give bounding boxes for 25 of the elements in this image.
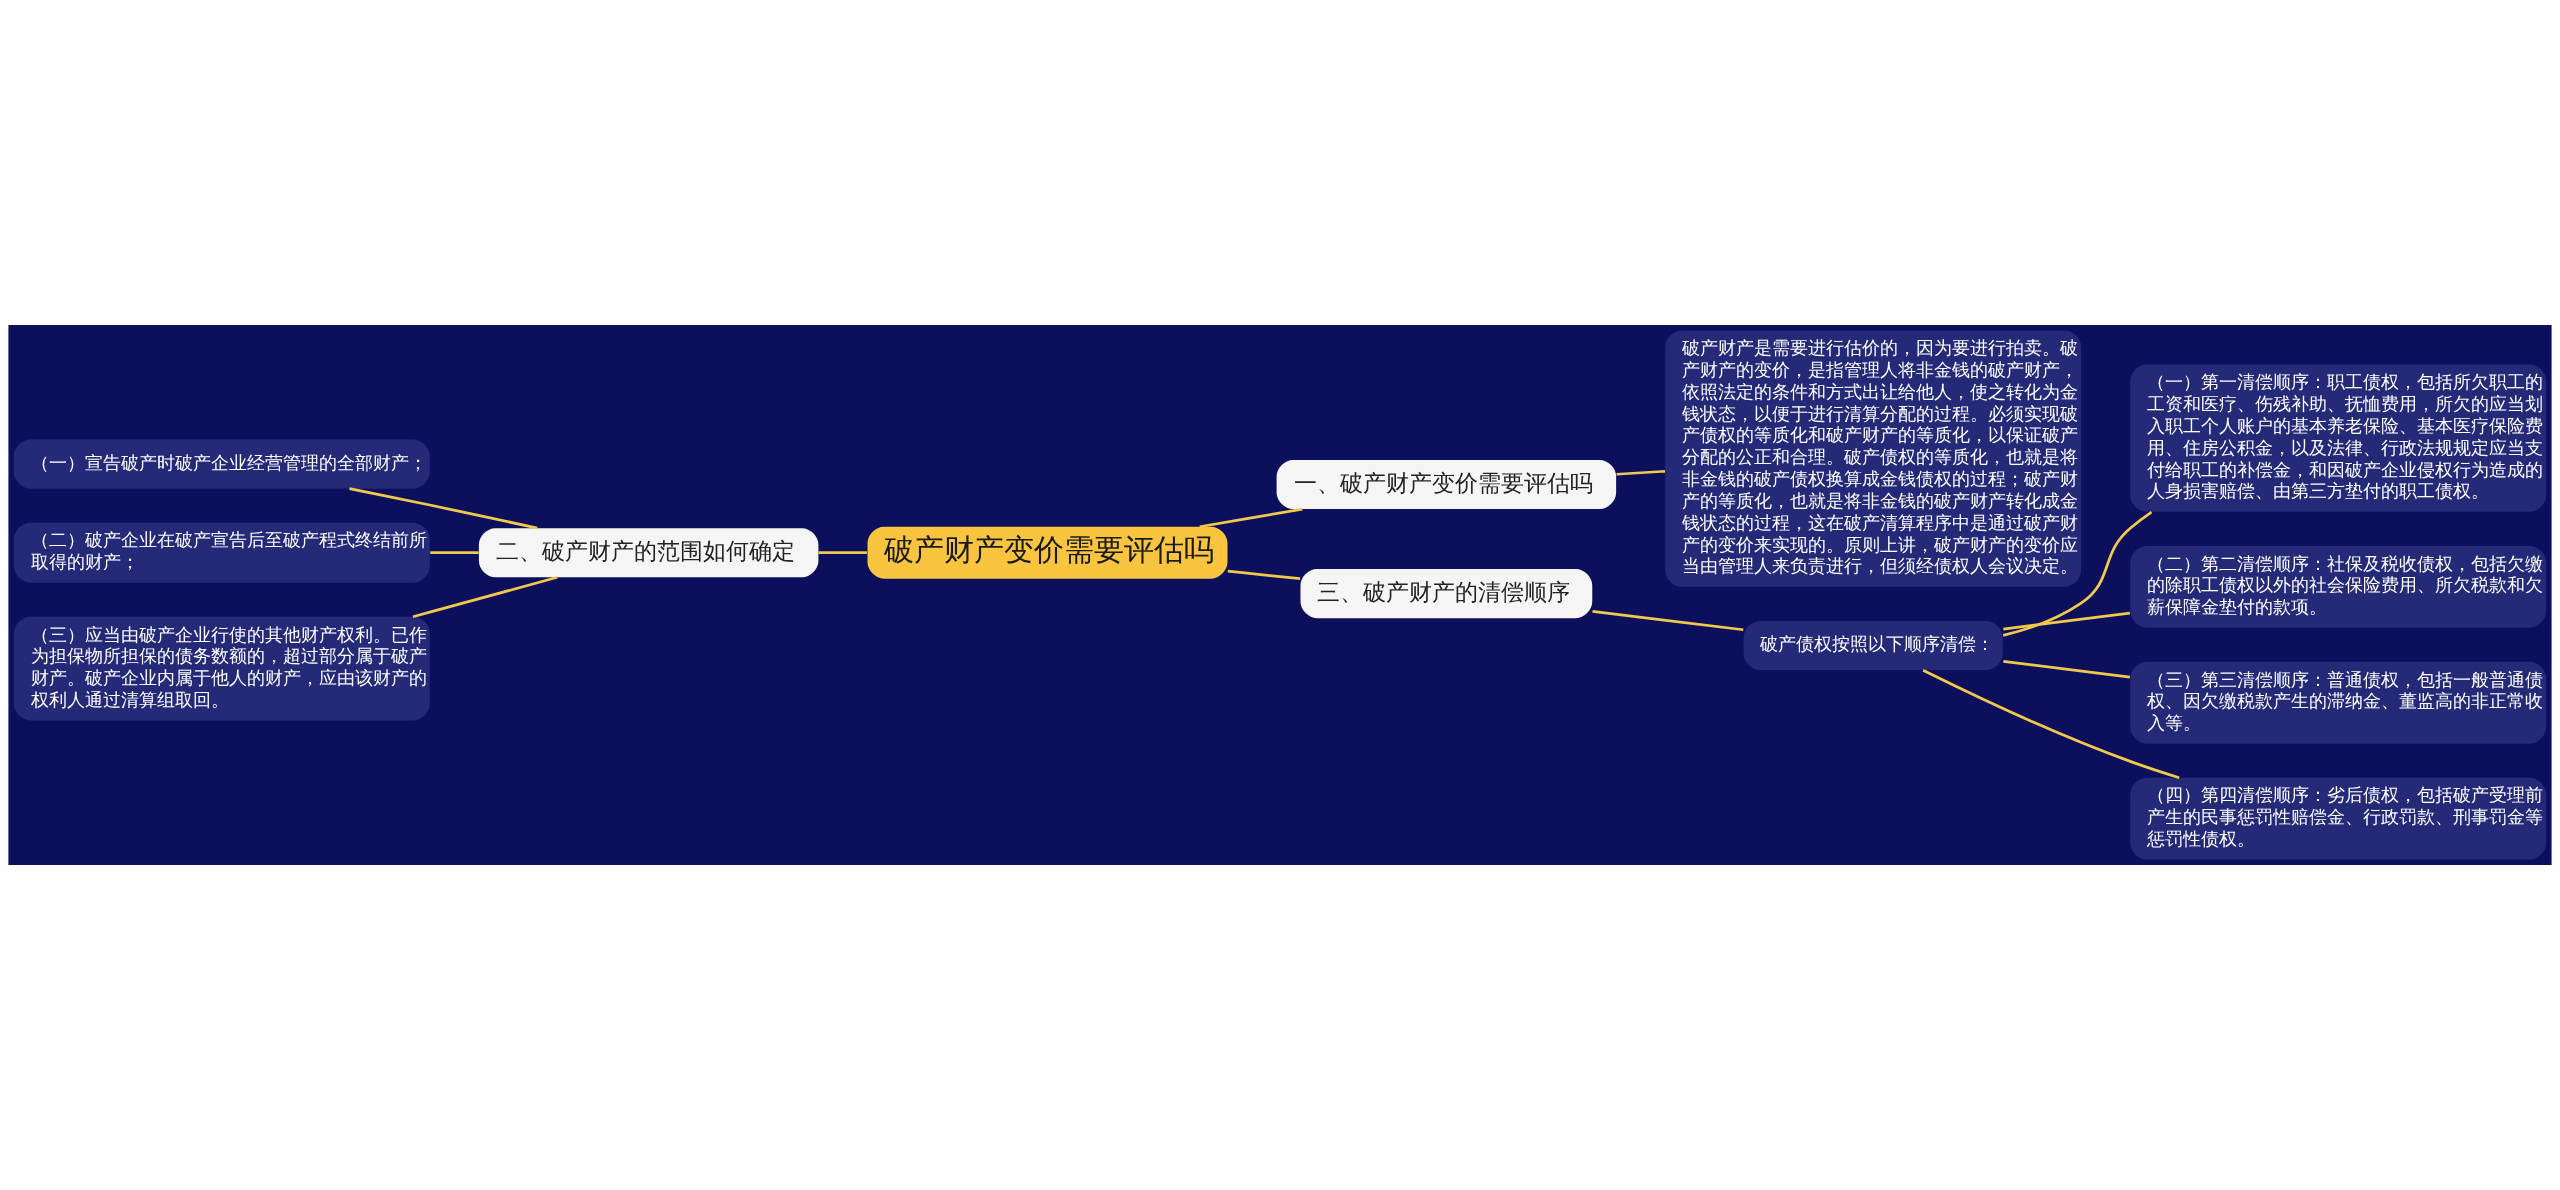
connector <box>412 576 558 619</box>
connector <box>1616 469 1666 476</box>
connector <box>2003 660 2131 679</box>
node-box: （三）应当由破产企业行使的其他财产权利。已作为担保物所担保的债务数额的，超过部分属于破产财产。破产企业内属于他人的财产，应由该财产的权利人通过清算组取回。 <box>13 616 430 721</box>
node-box: 一、破产财产变价需要评估吗 <box>1276 460 1617 510</box>
node-box: 三、破产财产的清偿顺序 <box>1300 569 1593 619</box>
node-box: （四）第四清偿顺序：劣后债权，包括破产受理前产生的民事惩罚性赔偿金、行政罚款、刑事罚金等惩罚性债权。 <box>2130 777 2547 860</box>
connector <box>1592 609 1744 632</box>
node-box: 破产债权按照以下顺序清偿： <box>1743 620 2003 670</box>
connector <box>1227 569 1301 581</box>
node-box: （一）第一清偿顺序：职工债权，包括所欠职工的工资和医疗、伤残补助、抚恤费用，所欠的应当划入职工个人账户的基本养老保险、基本医疗保险费用、住房公积金，以及法律、行政法规规定应当支付给职工的补偿金，和因破产企业侵权行为造成的人身损害赔偿、由第三方垫付的职工债权。 <box>2130 364 2547 512</box>
connector <box>1922 668 2180 779</box>
connector <box>1199 507 1303 529</box>
connector <box>2003 611 2131 631</box>
node-box: （一）宣告破产时破产企业经营管理的全部财产； <box>13 439 430 489</box>
node-box: （二）第二清偿顺序：社保及税收债权，包括欠缴的除职工债权以外的社会保险费用、所欠税款和欠薪保障金垫付的款项。 <box>2130 545 2547 628</box>
node-box: 破产财产变价需要评估吗 <box>867 526 1228 579</box>
connector <box>349 487 538 530</box>
node-box: （三）第三清偿顺序：普通债权，包括一般普通债权、因欠缴税款产生的滞纳金、董监高的非正常收入等。 <box>2130 661 2547 744</box>
node-box: 二、破产财产的范围如何确定 <box>478 528 819 578</box>
connector <box>430 551 479 555</box>
connector <box>2002 510 2153 637</box>
node-box: （二）破产企业在破产宣告后至破产程式终结前所取得的财产； <box>13 522 430 583</box>
node-box: 破产财产是需要进行估价的，因为要进行拍卖。破产财产的变价，是指管理人将非金钱的破产财产，依照法定的条件和方式出让给他人，使之转化为金钱状态，以便于进行清算分配的过程。必须实现破产债权的等质化和破产财产的等质化，以保证破产分配的公正和合理。破产债权的等质化，也就是将非金钱的破产债权换算成金钱债权的过程；破产财产的等质化，也就是将非金钱的破产财产转化成金钱状态的过程，这在破产清算程序中是通过破产财产的变价来实现的。原则上讲，破产财产的变价应当由管理人来负责进行，但须经债权人会议决定。 <box>1665 330 2082 587</box>
connector <box>818 551 867 555</box>
